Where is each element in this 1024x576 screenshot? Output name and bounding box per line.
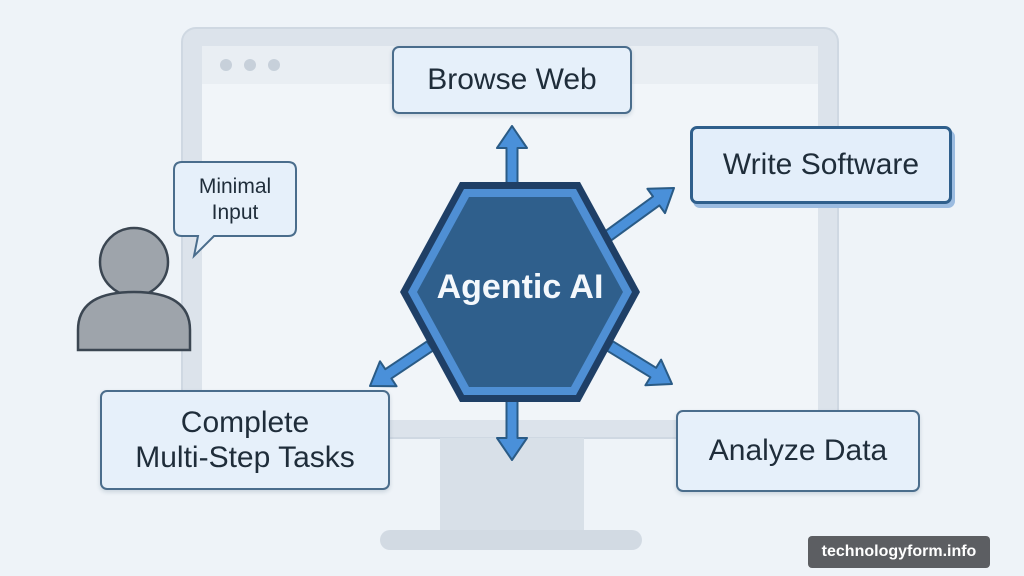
analyze-data-node: Analyze Data — [676, 410, 920, 492]
browse-web-label: Browse Web — [427, 63, 597, 97]
window-dot-icon — [268, 59, 280, 71]
speech-bubble-text: Minimal Input — [176, 166, 294, 234]
monitor-base — [380, 530, 642, 550]
bubble-text-line2: Input — [211, 201, 259, 224]
arrow-downward — [496, 395, 528, 461]
analyze-data-label: Analyze Data — [708, 434, 888, 468]
watermark: technologyform.info — [808, 536, 990, 568]
arrow-to-complete-tasks — [369, 340, 435, 388]
user-icon — [76, 226, 192, 352]
write-software-label: Write Software — [722, 148, 920, 182]
bubble-text-line1: Minimal — [198, 174, 272, 198]
window-dot-icon — [244, 59, 256, 71]
agentic-ai-label: Agentic AI — [436, 267, 604, 306]
arrow-to-analyze-data — [606, 340, 673, 387]
arrow-to-write-software — [603, 187, 675, 242]
arrows-group — [369, 125, 675, 461]
browse-web-node: Browse Web — [392, 46, 632, 114]
complete-tasks-label-line2: Multi-Step Tasks — [135, 441, 355, 474]
complete-tasks-node: Complete Multi-Step Tasks — [100, 390, 390, 490]
speech-bubble — [173, 161, 297, 260]
complete-tasks-label-line1: Complete — [180, 405, 310, 439]
window-dot-icon — [220, 59, 232, 71]
arrow-to-browse-web — [496, 125, 528, 189]
write-software-node: Write Software — [690, 126, 952, 204]
agentic-ai-hexagon — [400, 182, 640, 402]
